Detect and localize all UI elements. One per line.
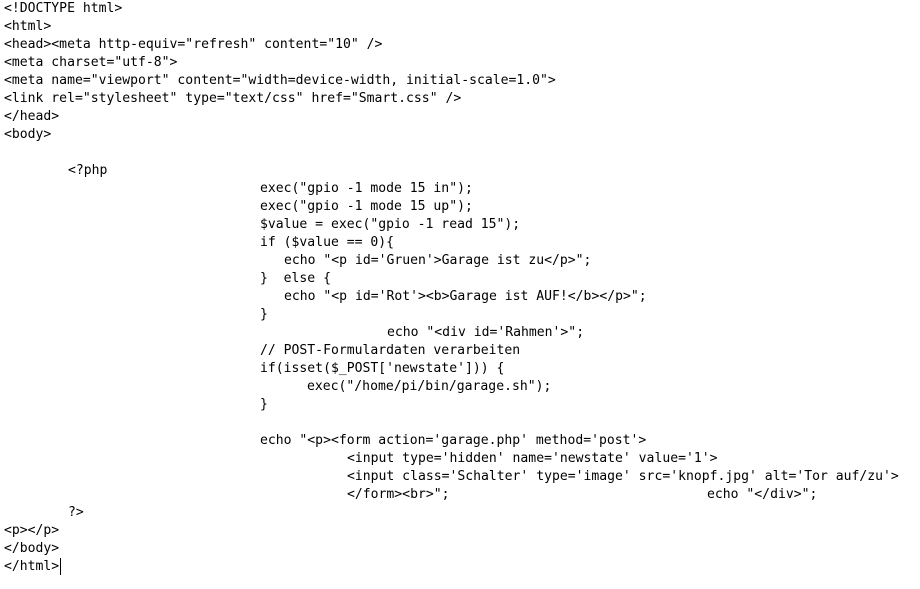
code-line: <input type='hidden' name='newstate' val… — [347, 451, 718, 466]
code-line: exec("/home/pi/bin/garage.sh"); — [307, 379, 552, 394]
code-line: echo "<p id='Rot'><b>Garage ist AUF!</b>… — [284, 289, 647, 304]
code-line: <!DOCTYPE html> — [4, 1, 123, 16]
code-line: <input class='Schalter' type='image' src… — [347, 469, 899, 484]
code-line: </body> — [4, 541, 60, 556]
code-line: <meta charset="utf-8"> — [4, 55, 178, 70]
code-line: </form><br>"; — [347, 487, 450, 502]
code-line: <body> — [4, 127, 52, 142]
code-line: echo "</div>"; — [707, 487, 818, 502]
text-caret — [60, 558, 61, 575]
code-line: if(isset($_POST['newstate'])) { — [260, 361, 505, 376]
code-line: echo "<p><form action='garage.php' metho… — [260, 433, 647, 448]
code-line: <p></p> — [4, 523, 60, 538]
code-line: <html> — [4, 19, 52, 34]
code-line: <?php — [68, 163, 108, 178]
code-line: </head> — [4, 109, 60, 124]
code-line: // POST-Formulardaten verarbeiten — [260, 343, 521, 358]
code-line: } else { — [260, 271, 331, 286]
code-line: echo "<p id='Gruen'>Garage ist zu</p>"; — [284, 253, 592, 268]
code-line: } — [260, 397, 268, 412]
code-line: exec("gpio -1 mode 15 in"); — [260, 181, 473, 196]
code-line: <link rel="stylesheet" type="text/css" h… — [4, 91, 462, 106]
code-line: </html> — [4, 559, 60, 574]
code-line: ?> — [68, 505, 84, 520]
code-line: echo "<div id='Rahmen'>"; — [387, 325, 585, 340]
code-line: } — [260, 307, 268, 322]
code-line: <meta name="viewport" content="width=dev… — [4, 73, 556, 88]
code-line: $value = exec("gpio -1 read 15"); — [260, 217, 521, 232]
code-line: exec("gpio -1 mode 15 up"); — [260, 199, 473, 214]
code-line: <head><meta http-equiv="refresh" content… — [4, 37, 383, 52]
code-line: if ($value == 0){ — [260, 235, 395, 250]
